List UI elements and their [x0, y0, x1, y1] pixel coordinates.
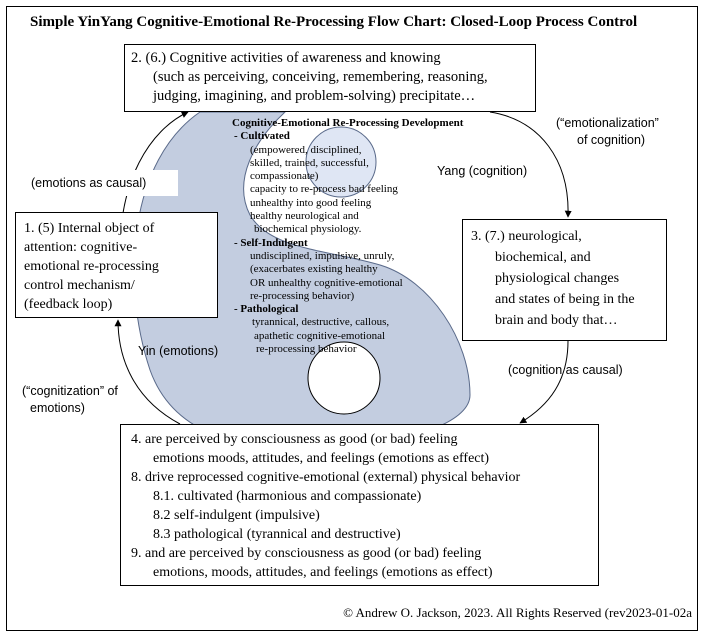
self-indulgent-heading: - Self-Indulgent: [234, 236, 308, 249]
yin-dot: [307, 341, 381, 415]
label-emotionalization-2: of cognition): [577, 133, 646, 147]
arrow-to-left-box: [114, 319, 181, 425]
arrow-to-bottom-box: [519, 340, 569, 424]
label-emotions-causal: (emotions as causal): [13, 170, 178, 196]
pathological-line: apathetic cognitive-emotional: [254, 329, 386, 342]
box-line: 8.1. cultivated (harmonious and compassi…: [153, 489, 422, 504]
box-internal-object: 1. (5) Internal object of attention: cog…: [15, 212, 218, 318]
box-perceived-behavior: 4. are perceived by consciousness as goo…: [120, 424, 599, 586]
label-cognitization: (“cognitization” of: [22, 384, 118, 398]
box-line: biochemical, and: [495, 250, 591, 265]
self-indulgent-line: re-processing behavior): [250, 289, 355, 302]
box-line: 2. (6.) Cognitive activities of awarenes…: [131, 50, 441, 66]
pathological-heading: - Pathological: [234, 303, 299, 316]
label-emotionalization: (“emotionalization”: [556, 116, 659, 130]
box-neurological-changes: 3. (7.) neurological, biochemical, and p…: [462, 219, 667, 341]
yin-shape: [133, 111, 471, 449]
self-indulgent-line: OR unhealthy cognitive-emotional: [250, 276, 403, 289]
cultivated-line: compassionate): [250, 170, 319, 183]
box-line: 8.2 self-indulgent (impulsive): [153, 508, 320, 523]
box-line: attention: cognitive-: [24, 240, 138, 255]
cultivated-line: biochemical physiology.: [254, 223, 362, 236]
box-line: 3. (7.) neurological,: [471, 229, 582, 244]
box-cognitive-activities: 2. (6.) Cognitive activities of awarenes…: [124, 44, 536, 112]
chart-title: Simple YinYang Cognitive-Emotional Re-Pr…: [30, 14, 638, 30]
yang-dot: [305, 126, 377, 198]
label-yin: Yin (emotions): [138, 344, 219, 358]
cultivated-heading: - Cultivated: [234, 130, 290, 143]
box-line: judging, imagining, and problem-solving)…: [153, 88, 476, 104]
pathological-line: tyrannical, destructive, callous,: [252, 316, 390, 329]
label-yang: Yang (cognition): [437, 164, 528, 178]
box-line: 8. drive reprocessed cognitive-emotional…: [131, 470, 521, 485]
cultivated-line: healthy neurological and: [250, 210, 359, 223]
box-line: control mechanism/: [24, 278, 135, 293]
label-cognition-causal: (cognition as causal): [508, 363, 623, 377]
box-line: emotions, moods, attitudes, and feelings…: [153, 565, 493, 580]
development-section: Cognitive-Emotional Re-Processing Develo…: [232, 117, 463, 356]
box-line: (such as perceiving, conceiving, remembe…: [153, 69, 488, 85]
pathological-line: re-processing behavior: [256, 343, 357, 356]
development-heading: Cognitive-Emotional Re-Processing Develo…: [232, 117, 464, 129]
self-indulgent-line: undisciplined, impulsive, unruly,: [250, 249, 395, 262]
box-line: emotions moods, attitudes, and feelings …: [153, 451, 490, 466]
box-line: brain and body that…: [495, 313, 618, 328]
box-line: 1. (5) Internal object of: [24, 221, 155, 236]
cultivated-line: (empowered, disciplined,: [250, 143, 362, 156]
box-line: physiological changes: [495, 271, 620, 286]
box-line: and states of being in the: [495, 292, 635, 307]
box-line: 9. and are perceived by consciousness as…: [131, 546, 482, 561]
cultivated-line: unhealthy into good feeling: [250, 196, 372, 209]
copyright-notice: © Andrew O. Jackson, 2023. All Rights Re…: [343, 605, 692, 620]
box-line: 8.3 pathological (tyrannical and destruc…: [153, 527, 401, 542]
outer-frame: [6, 6, 698, 631]
arrow-to-right-box: [489, 111, 572, 218]
box-line: (feedback loop): [24, 297, 113, 312]
box-line: 4. are perceived by consciousness as goo…: [131, 432, 458, 447]
self-indulgent-line: (exacerbates existing healthy: [250, 263, 378, 276]
cultivated-line: skilled, trained, successful,: [250, 156, 369, 169]
cultivated-line: capacity to re-process bad feeling: [250, 183, 398, 196]
label-cognitization-2: emotions): [30, 401, 85, 415]
box-line: emotional re-processing: [24, 259, 159, 274]
